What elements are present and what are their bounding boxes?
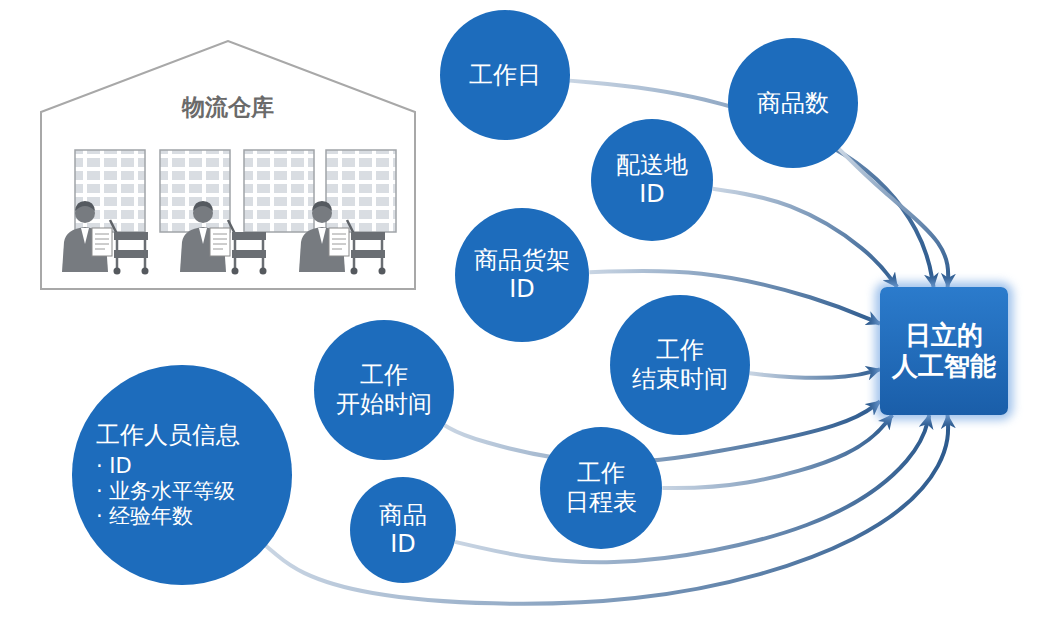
text-holder: 工作 日程表 bbox=[556, 459, 646, 517]
node-label: 工作日 bbox=[450, 61, 560, 90]
text-holder: 工作 结束时间 bbox=[625, 336, 735, 394]
data-circle: 工作 日程表 bbox=[540, 427, 663, 550]
text-holder: 日立的 人工智能 bbox=[888, 320, 1000, 382]
node-label: 配送地 ID bbox=[607, 151, 697, 209]
text-holder: 商品数 bbox=[738, 89, 848, 118]
worker-figure bbox=[299, 201, 386, 275]
place-title: 物流仓库 bbox=[40, 94, 416, 122]
node-label: 商品 ID bbox=[368, 501, 438, 559]
text-holder: 工作人员信息 · ID· 业务水平等级· 经验年数 bbox=[96, 421, 268, 529]
text-holder: 配送地 ID bbox=[607, 151, 697, 209]
data-circle: 配送地 ID bbox=[591, 119, 714, 242]
text-holder: 商品 ID bbox=[368, 501, 438, 559]
worker-figure bbox=[62, 201, 149, 275]
node-label: 工作人员信息 bbox=[96, 421, 268, 450]
house-outline bbox=[40, 40, 416, 290]
node-label: 商品货架 ID bbox=[470, 246, 574, 304]
text-holder: 工作日 bbox=[450, 61, 560, 90]
data-circle: 商品 ID bbox=[350, 477, 457, 584]
bullet-item: · 经验年数 bbox=[96, 504, 268, 529]
data-circle: 工作日 bbox=[440, 10, 570, 140]
flow-arrow bbox=[839, 149, 948, 287]
data-circle: 工作 开始时间 bbox=[314, 320, 454, 460]
node-label: 工作 结束时间 bbox=[625, 336, 735, 394]
node-label: 工作 日程表 bbox=[556, 459, 646, 517]
text-holder: 物流仓库 bbox=[40, 40, 416, 122]
data-circle: 商品货架 ID bbox=[455, 208, 590, 343]
text-holder: 商品货架 ID bbox=[470, 246, 574, 304]
house-outline bbox=[41, 41, 415, 289]
shelf bbox=[244, 150, 314, 232]
warehouse-outline: 物流仓库 bbox=[40, 40, 416, 290]
text-holder: 工作 开始时间 bbox=[329, 361, 439, 419]
flow-arrow bbox=[455, 415, 929, 562]
node-label: 商品数 bbox=[738, 89, 848, 118]
data-circle: 工作人员信息 · ID· 业务水平等级· 经验年数 bbox=[72, 365, 291, 584]
data-circle: 工作 结束时间 bbox=[610, 295, 750, 435]
ai-box: 日立的 人工智能 bbox=[880, 287, 1008, 415]
flow-arrow bbox=[713, 189, 897, 287]
data-circle: 商品数 bbox=[728, 38, 858, 168]
node-label: 工作 开始时间 bbox=[329, 361, 439, 419]
node-label: 日立的 人工智能 bbox=[888, 320, 1000, 382]
bullet-item: · ID bbox=[96, 454, 268, 479]
shelf bbox=[160, 150, 230, 232]
worker-figure bbox=[180, 201, 267, 275]
shelf bbox=[326, 150, 396, 232]
bullet-item: · 业务水平等级 bbox=[96, 479, 268, 504]
flow-arrow bbox=[750, 369, 880, 377]
